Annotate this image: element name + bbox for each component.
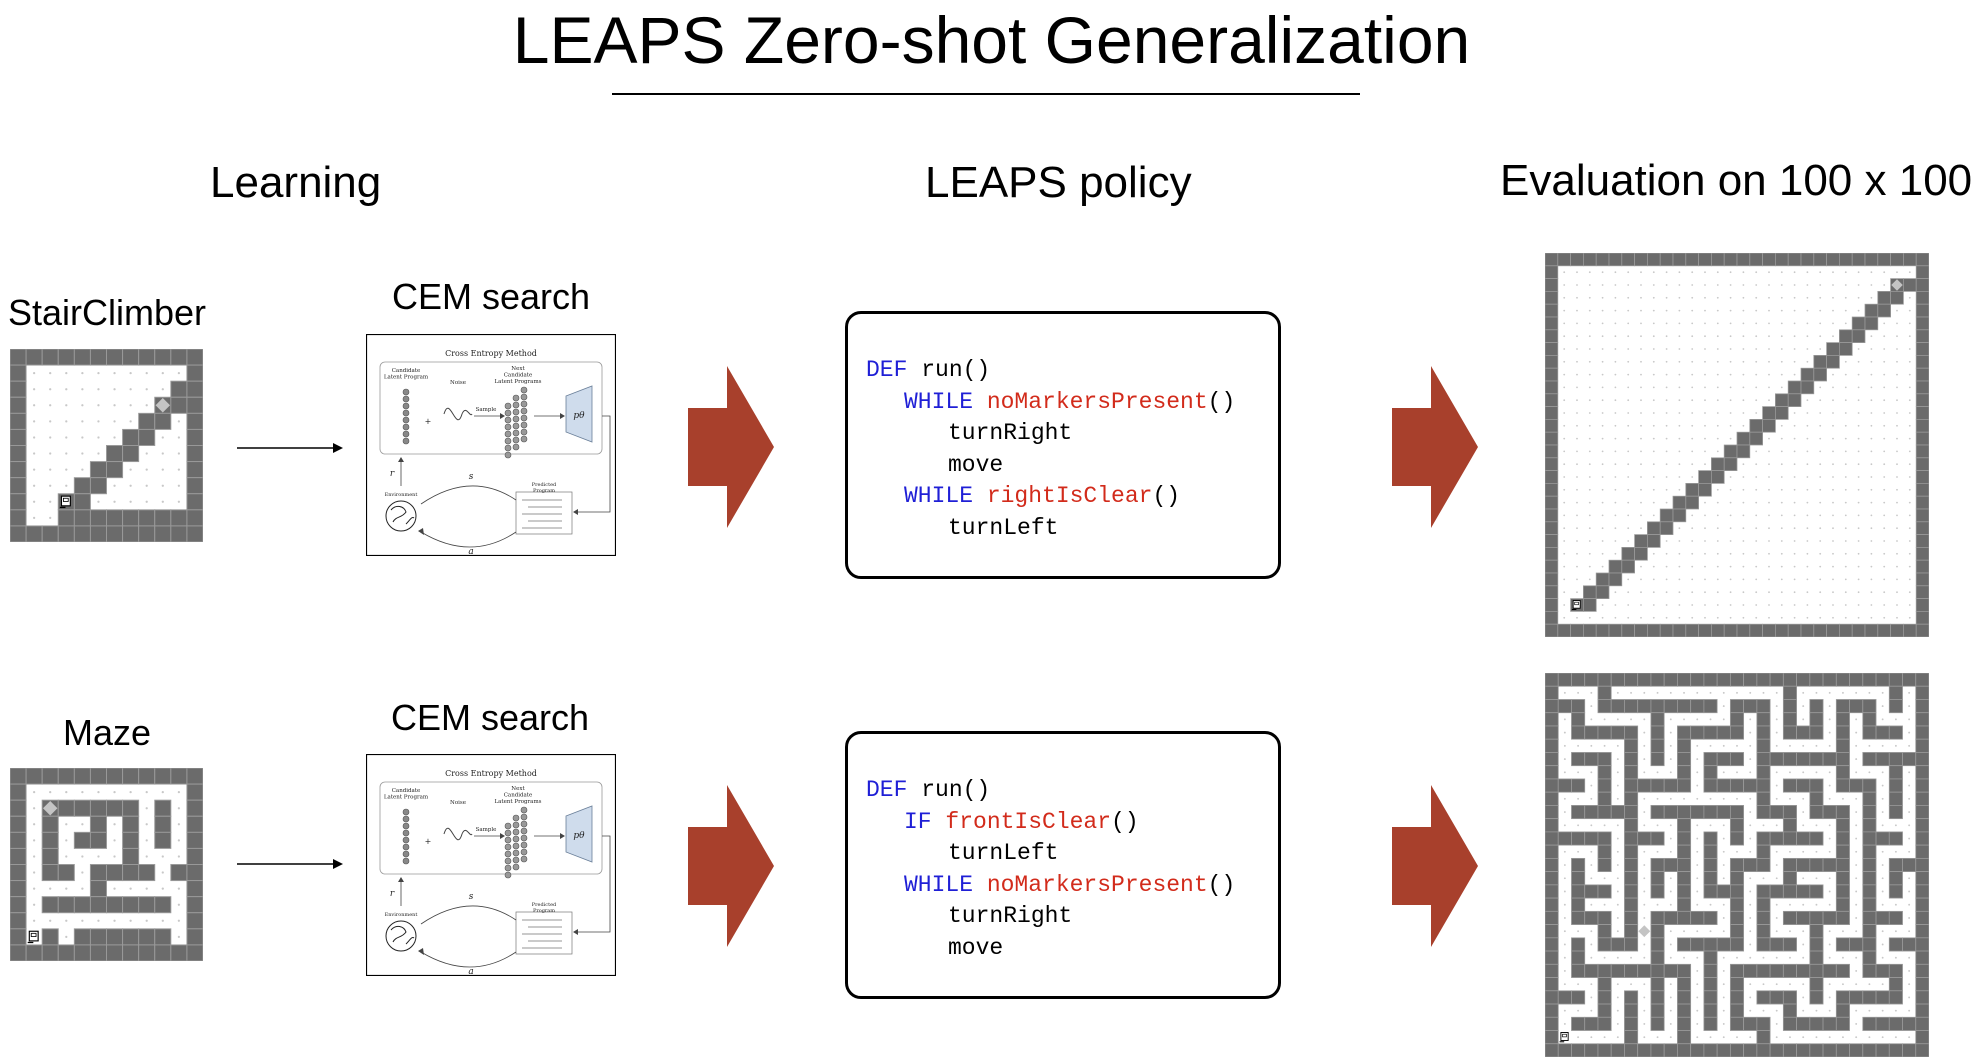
task-to-search-arrow-1 xyxy=(237,443,343,453)
cem-environment-label: Environment xyxy=(385,492,418,498)
code-line: turnRight xyxy=(948,420,1072,446)
maze-small-grid xyxy=(10,768,203,961)
column-heading-learning: Learning xyxy=(210,158,382,207)
cem-next-label: Latent Programs xyxy=(494,799,541,805)
task-label-maze: Maze xyxy=(63,712,152,753)
cem-title: Cross Entropy Method xyxy=(445,769,537,778)
cem-next-label: Latent Programs xyxy=(494,379,541,385)
cem-predicted-label: Predicted xyxy=(532,902,557,908)
code-line: turnRight xyxy=(948,903,1072,929)
code-line: turnLeft xyxy=(948,840,1058,866)
cem-r-label: r xyxy=(390,889,395,899)
code-text: turnRight xyxy=(948,903,1073,929)
code-line: move xyxy=(948,452,1003,478)
cem-sample-label: Sample xyxy=(476,827,497,833)
cem-noise-label: Noise xyxy=(450,380,466,386)
robot-icon xyxy=(27,930,39,944)
cem-sample-label: Sample xyxy=(476,407,497,413)
marker-icon xyxy=(1638,925,1651,938)
cem-next-label: Candidate xyxy=(504,793,533,799)
task-to-search-arrow-2 xyxy=(237,859,343,869)
stairclimber-small-grid xyxy=(10,349,203,542)
code-function: noMarkersPresent xyxy=(973,388,1208,415)
cem-next-label: Next xyxy=(511,786,525,792)
cem-environment-label: Environment xyxy=(385,912,418,918)
policy-program-stairclimber: DEF run()WHILE noMarkersPresent()turnRig… xyxy=(845,311,1281,579)
marker-icon xyxy=(1891,279,1903,291)
stairclimber-evaluation-grid xyxy=(1545,253,1929,637)
code-text: () xyxy=(1152,483,1181,509)
cem-a-label: a xyxy=(468,547,473,556)
title-underline xyxy=(612,93,1360,95)
robot-icon xyxy=(59,495,71,509)
code-keyword: IF xyxy=(904,808,932,835)
code-text: move xyxy=(948,934,1004,961)
cem-decoder-label: pθ xyxy=(573,831,585,841)
maze-evaluation-grid xyxy=(1545,673,1929,1057)
cem-plus: + xyxy=(425,837,432,846)
policy-to-evaluation-arrow-2 xyxy=(1392,785,1478,947)
code-text: turnLeft xyxy=(948,840,1059,866)
cem-noise-label: Noise xyxy=(450,800,466,806)
code-text: () xyxy=(1207,388,1236,415)
learning-to-policy-arrow-2 xyxy=(688,785,774,947)
code-line: DEF run() xyxy=(866,777,990,803)
code-keyword: WHILE xyxy=(904,871,974,898)
code-line: WHILE noMarkersPresent() xyxy=(904,389,1235,415)
code-line: WHILE noMarkersPresent() xyxy=(904,872,1235,898)
diagram-title: LEAPS Zero-shot Generalization xyxy=(512,3,1471,77)
code-line: DEF run() xyxy=(866,357,990,383)
code-keyword: WHILE xyxy=(904,388,974,415)
cem-r-label: r xyxy=(390,469,395,479)
code-keyword: WHILE xyxy=(904,483,974,509)
cem-predicted-label: Program xyxy=(533,908,555,914)
column-heading-evaluation: Evaluation on 100 x 100 xyxy=(1500,156,1973,205)
cem-next-label: Next xyxy=(511,366,525,372)
robot-icon xyxy=(1559,1032,1569,1043)
code-text: run() xyxy=(907,357,991,383)
task-label-stairclimber: StairClimber xyxy=(8,292,207,333)
code-line: WHILE rightIsClear() xyxy=(904,483,1180,509)
code-text: turnRight xyxy=(948,420,1073,446)
cem-next-label: Candidate xyxy=(504,373,533,379)
cem-candidate-label: Latent Program xyxy=(384,795,429,801)
code-text: () xyxy=(1111,808,1139,835)
code-line: move xyxy=(948,935,1003,961)
column-heading-policy: LEAPS policy xyxy=(925,158,1192,207)
code-keyword: DEF xyxy=(866,777,908,803)
cem-s-label: s xyxy=(469,892,474,902)
code-text: run() xyxy=(907,777,991,803)
marker-icon xyxy=(42,800,58,816)
cem-decoder-label: pθ xyxy=(573,411,585,421)
code-text: () xyxy=(1207,871,1236,898)
code-line: IF frontIsClear() xyxy=(904,809,1139,835)
cem-search-label-1: CEM search xyxy=(392,276,591,317)
cem-s-label: s xyxy=(469,472,474,482)
code-text: turnLeft xyxy=(948,514,1059,541)
code-function: rightIsClear xyxy=(973,483,1153,509)
cem-candidate-label: Latent Program xyxy=(384,375,429,381)
cem-predicted-label: Program xyxy=(533,488,555,494)
code-keyword: DEF xyxy=(866,357,908,383)
cem-a-label: a xyxy=(468,967,473,976)
code-text: move xyxy=(948,451,1004,478)
policy-to-evaluation-arrow-1 xyxy=(1392,366,1478,528)
learning-to-policy-arrow-1 xyxy=(688,366,774,528)
code-line: turnLeft xyxy=(948,515,1058,541)
cem-title: Cross Entropy Method xyxy=(445,349,537,358)
cem-plus: + xyxy=(425,417,432,426)
cem-search-label-2: CEM search xyxy=(391,697,590,738)
cem-candidate-label: Candidate xyxy=(392,368,421,374)
code-function: frontIsClear xyxy=(931,808,1112,835)
robot-icon xyxy=(1571,600,1581,610)
cem-predicted-label: Predicted xyxy=(532,482,557,488)
cem-candidate-label: Candidate xyxy=(392,788,421,794)
code-function: noMarkersPresent xyxy=(973,871,1208,898)
